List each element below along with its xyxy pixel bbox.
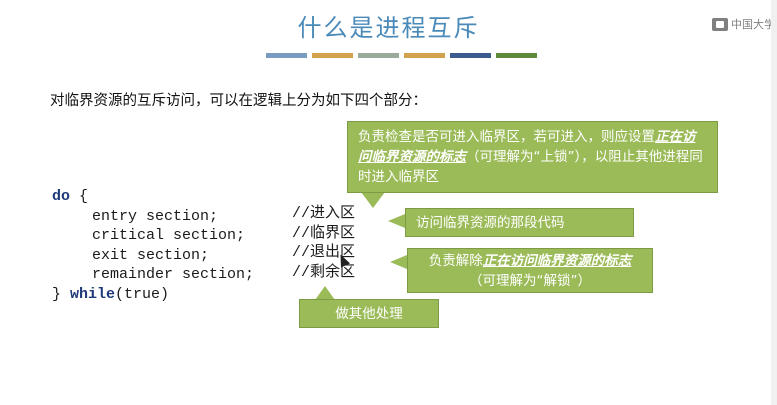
comment-critical: //临界区	[292, 224, 356, 242]
scrollbar[interactable]	[771, 0, 777, 405]
intro-text: 对临界资源的互斥访问，可以在逻辑上分为如下四个部分：	[50, 93, 427, 109]
logo-icon	[712, 17, 728, 31]
comment-exit: //退出区	[292, 244, 356, 261]
logo-text: 中国大学	[731, 18, 775, 31]
title-color-bar	[266, 53, 537, 58]
callout-exit-section: 负责解除正在访问临界资源的标志 （可理解为“解锁”）	[407, 248, 653, 293]
code-line-critical: critical section;	[92, 227, 246, 244]
callout-exit-text-post: （可理解为“解锁”）	[469, 273, 591, 289]
while-keyword: while	[70, 285, 116, 303]
color-bar-4	[404, 53, 445, 58]
color-bar-5	[450, 53, 491, 58]
callout-pointer-remainder	[315, 286, 335, 300]
callout-critical-section: 访问临界资源的那段代码	[405, 208, 634, 237]
color-bar-1	[266, 53, 307, 58]
while-condition: (true)	[115, 285, 170, 303]
color-bar-2	[312, 53, 353, 58]
code-line-entry: entry section;	[92, 207, 219, 225]
callout-entry-text-post: （可理解为“上锁”），以阻止其他进程同时进入临界区	[358, 149, 703, 185]
slide-title: 什么是进程互斥	[297, 14, 480, 42]
callout-pointer-critical	[388, 214, 405, 228]
code-line-exit: exit section;	[92, 246, 210, 264]
close-brace: }	[52, 285, 71, 303]
callout-entry-emphasis: 正在访问临界资源的标志	[358, 129, 696, 165]
code-line-remainder: remainder section;	[92, 266, 255, 283]
callout-exit-text-pre: 负责解除	[428, 253, 483, 269]
comment-remainder: //剩余区	[292, 263, 356, 281]
callout-entry-section: 负责检查是否可进入临界区，若可进入，则应设置正在访问临界资源的标志（可理解为“上…	[347, 121, 718, 193]
do-keyword: do	[52, 188, 71, 205]
color-bar-6	[496, 53, 537, 58]
watermark-logo: 中国大学	[712, 16, 775, 32]
open-brace: {	[70, 188, 89, 205]
callout-pointer-exit	[390, 255, 407, 269]
callout-entry-text-pre: 负责检查是否可进入临界区，若可进入，则应设置	[358, 129, 655, 145]
callout-exit-emphasis: 正在访问临界资源的标志	[482, 253, 632, 269]
code-block: do { entry section; critical section; ex…	[52, 187, 254, 304]
color-bar-3	[358, 53, 399, 58]
code-comments: //进入区 //临界区 //退出区 //剩余区	[292, 204, 355, 282]
callout-pointer-entry	[361, 192, 385, 208]
comment-entry: //进入区	[292, 205, 356, 222]
callout-remainder-section: 做其他处理	[299, 299, 439, 328]
